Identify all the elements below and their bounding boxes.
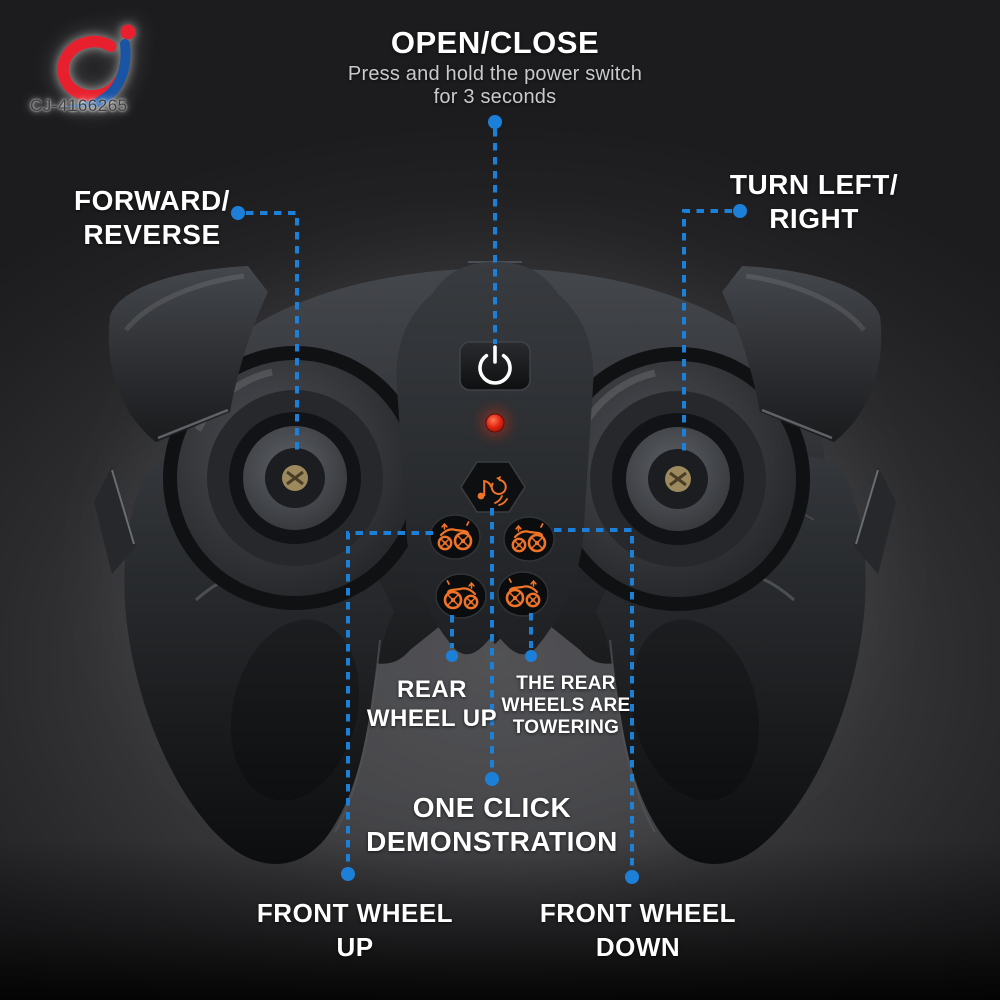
power-icon <box>478 345 512 385</box>
brand-logo <box>26 12 176 137</box>
left-wing <box>108 266 268 442</box>
label-front-wheel-down: FRONT WHEEL DOWN <box>539 898 737 962</box>
controller-body <box>94 260 896 864</box>
face-panel <box>396 262 594 655</box>
callout-turn-left-right-line <box>682 209 732 452</box>
right-wing <box>722 266 882 442</box>
one-click-demo-icon <box>477 476 508 506</box>
right-fin <box>854 466 896 574</box>
controller-controls <box>429 341 555 619</box>
label-one-click-demonstration: ONE CLICK DEMONSTRATION <box>366 792 618 857</box>
left-fin <box>94 466 136 574</box>
power-button <box>459 341 531 391</box>
demo-button <box>460 461 526 513</box>
right-joystick <box>546 347 810 611</box>
left-joystick <box>163 346 427 610</box>
front-wheel-up-button <box>429 514 481 560</box>
label-open-close: OPEN/CLOSE <box>391 25 599 61</box>
cj-logo-icon <box>57 24 136 107</box>
callout-forward-reverse-line <box>246 211 299 452</box>
label-open-close-title: OPEN/CLOSE <box>390 25 600 60</box>
label-turn-left-right: TURN LEFT/ RIGHT <box>729 169 899 234</box>
label-rear-wheels-towering: THE REAR WHEELS ARE TOWERING <box>501 673 631 738</box>
label-open-close-description: Press and hold the power switch for 3 se… <box>347 63 643 108</box>
right-fin-highlight <box>855 469 879 545</box>
callout-lines <box>246 129 732 870</box>
rear-wheels-towering-button <box>497 571 549 617</box>
rear-wheel-up-button <box>435 573 487 619</box>
brand-code: CJ-4166265 <box>30 96 128 115</box>
label-front-wheel-up: FRONT WHEEL UP <box>256 898 454 962</box>
left-fin-highlight <box>111 469 135 545</box>
label-rear-wheel-up: REAR WHEEL UP <box>366 676 498 732</box>
label-forward-reverse: FORWARD/ REVERSE <box>74 185 230 250</box>
callout-dots <box>231 115 747 884</box>
front-wheel-down-button <box>503 516 555 562</box>
status-led <box>485 413 505 433</box>
callout-front-wheel-up-line <box>346 531 433 866</box>
